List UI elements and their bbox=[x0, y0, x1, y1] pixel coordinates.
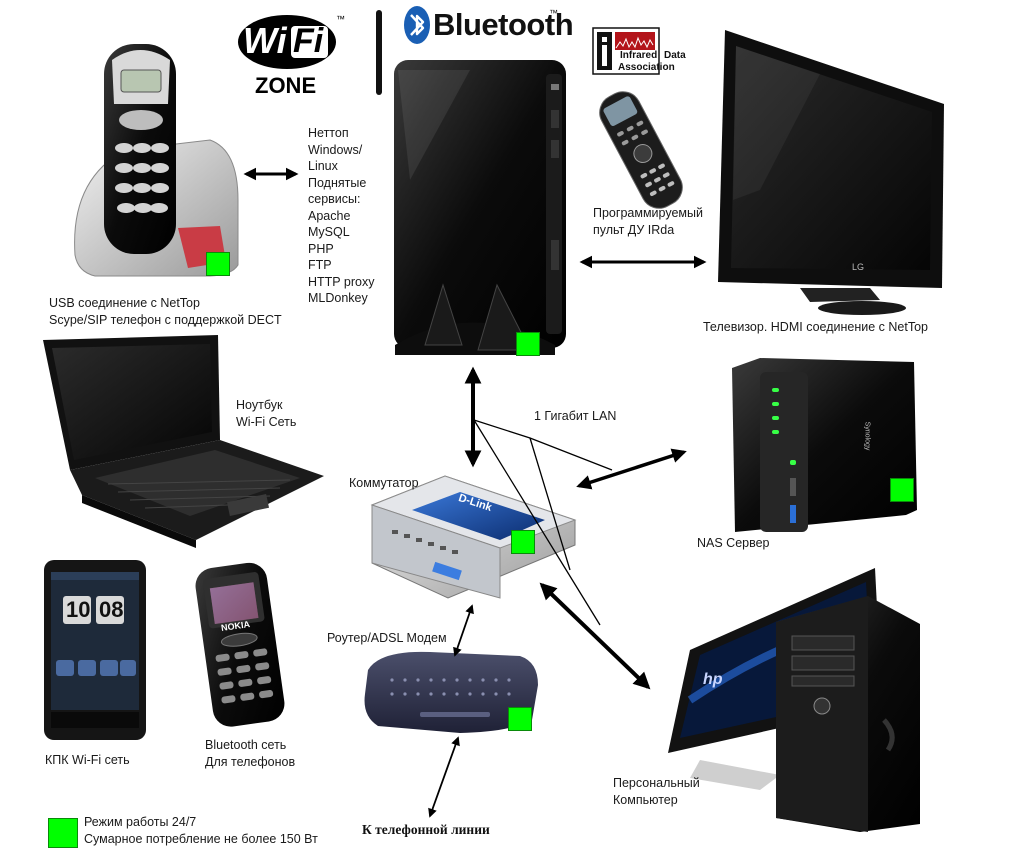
irda-logo-line2: Data bbox=[664, 50, 686, 61]
nas-illustration bbox=[732, 358, 917, 532]
nettop-label-line: MySQL bbox=[308, 225, 350, 239]
pc-label-line: Компьютер bbox=[613, 792, 678, 807]
status-square-nas bbox=[890, 478, 914, 502]
nettop-illustration bbox=[376, 10, 566, 355]
remote-label: Программируемый пульт ДУ IRda bbox=[593, 205, 703, 238]
router-illustration bbox=[364, 651, 538, 733]
wifi-zone-logo bbox=[238, 15, 336, 69]
wifi-logo-wi: Wi bbox=[243, 20, 287, 61]
nettop-label-line: HTTP proxy bbox=[308, 274, 375, 289]
nettop-label-line: Неттоп bbox=[308, 126, 349, 140]
bluetooth-logo-text: Bluetooth bbox=[433, 7, 574, 42]
dect-phone-illustration bbox=[74, 44, 239, 277]
status-square-phone bbox=[206, 252, 230, 276]
connection-arrows bbox=[243, 167, 707, 818]
wifi-logo-tm: ™ bbox=[336, 14, 345, 24]
pda-clock-hours: 10 bbox=[66, 597, 91, 622]
nettop-label-line: сервисы: bbox=[308, 192, 361, 206]
irda-logo-line1: Infrared bbox=[620, 50, 658, 61]
legend-square bbox=[48, 818, 78, 848]
irda-logo bbox=[592, 27, 660, 75]
ir-remote-illustration bbox=[599, 91, 683, 209]
remote-label-line: Программируемый bbox=[593, 206, 703, 220]
synology-brand: Synology bbox=[863, 421, 871, 451]
status-square-router bbox=[508, 707, 532, 731]
nettop-label-line: Поднятые bbox=[308, 175, 367, 190]
phone-label-line: USB соединение с NetTop bbox=[49, 296, 200, 310]
nettop-label-line: Linux bbox=[308, 159, 338, 173]
bluetooth-net-label-line: Bluetooth сеть bbox=[205, 738, 287, 752]
laptop-label-line: Wi-Fi Сеть bbox=[236, 414, 297, 429]
nettop-label-line: FTP bbox=[308, 258, 332, 272]
tv-illustration bbox=[718, 30, 944, 315]
router-label: Роутер/ADSL Модем bbox=[327, 631, 447, 645]
legend-text: Режим работы 24/7 Сумарное потребление н… bbox=[84, 814, 318, 847]
lan-label: 1 Гигабит LAN bbox=[534, 409, 617, 423]
bluetooth-logo-tm: ™ bbox=[549, 8, 558, 18]
bluetooth-logo-icon bbox=[404, 6, 430, 44]
pda-illustration bbox=[44, 560, 146, 740]
laptop-label: Ноутбук Wi-Fi Сеть bbox=[236, 397, 296, 430]
lg-brand: LG bbox=[852, 262, 865, 272]
nettop-label-line: Apache bbox=[308, 208, 351, 223]
phone-label: USB соединение с NetTop Scype/SIP телефо… bbox=[49, 295, 282, 328]
pc-label-line: Персональный bbox=[613, 776, 700, 790]
wifi-logo-zone: ZONE bbox=[255, 73, 317, 98]
phone-label-line: Scype/SIP телефон с поддержкой DECT bbox=[49, 312, 282, 327]
arrow-switch-router bbox=[453, 604, 474, 657]
pda-label: КПК Wi-Fi сеть bbox=[45, 753, 130, 767]
laptop-label-line: Ноутбук bbox=[236, 398, 283, 412]
arrow-switch-pc bbox=[539, 582, 651, 690]
status-square-switch bbox=[511, 530, 535, 554]
nettop-label-line: Windows/ bbox=[308, 142, 363, 157]
laptop-illustration bbox=[43, 335, 324, 548]
phone-line-label: К телефонной линии bbox=[362, 822, 490, 837]
pc-illustration bbox=[668, 568, 920, 832]
switch-illustration bbox=[370, 475, 577, 599]
nettop-label: Неттоп Windows/ Linux Поднятые сервисы: … bbox=[308, 125, 374, 307]
irda-logo-line3: Association bbox=[618, 62, 675, 73]
legend-line: Режим работы 24/7 bbox=[84, 815, 197, 829]
pda-clock-minutes: 08 bbox=[99, 597, 124, 622]
bluetooth-net-label-line: Для телефонов bbox=[205, 754, 296, 769]
hp-brand: hp bbox=[703, 671, 723, 688]
remote-label-line: пульт ДУ IRda bbox=[593, 222, 675, 237]
bluetooth-net-label: Bluetooth сеть Для телефонов bbox=[205, 737, 295, 770]
lan-lines bbox=[473, 419, 613, 471]
pc-label: Персональный Компьютер bbox=[613, 775, 700, 808]
tv-label: Телевизор. HDMI соединение с NetTop bbox=[703, 320, 928, 334]
nas-label: NAS Сервер bbox=[697, 536, 770, 550]
legend-line: Сумарное потребление не более 150 Вт bbox=[84, 831, 318, 846]
nokia-phone-illustration bbox=[195, 562, 285, 727]
arrow-switch-nas bbox=[576, 448, 687, 490]
arrow-router-line bbox=[428, 736, 460, 818]
status-square-nettop bbox=[516, 332, 540, 356]
nettop-label-line: PHP bbox=[308, 241, 334, 256]
switch-label: Коммутатор bbox=[349, 476, 419, 490]
wifi-logo-fi: Fi bbox=[293, 22, 324, 60]
nettop-label-line: MLDonkey bbox=[308, 291, 368, 305]
